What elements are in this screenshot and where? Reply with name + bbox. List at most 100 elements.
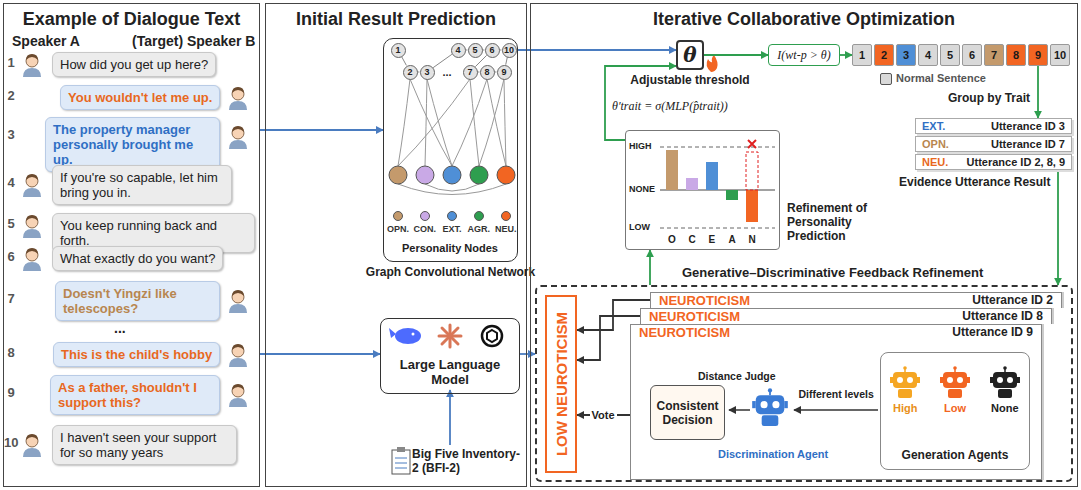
sentence-square: 10 <box>1050 44 1070 66</box>
sentence-number: 6 <box>969 49 975 61</box>
connector <box>520 353 535 355</box>
sentence-number: 7 <box>991 49 997 61</box>
evidence-text: Utterance ID 3 <box>991 120 1065 132</box>
graph-node: 8 <box>480 65 495 80</box>
sentence-square: 7 <box>984 44 1004 66</box>
annotation: Speaker A <box>12 33 80 49</box>
graph-node: 9 <box>497 65 512 80</box>
threshold-box: θAdjustable threshold <box>676 40 704 70</box>
graph-node: 7 <box>463 65 478 80</box>
utterance-text: If you're so capable, let him bring you … <box>60 170 224 200</box>
sentence-number: 9 <box>1035 49 1041 61</box>
panel-title: Initial Result Prediction <box>266 9 526 30</box>
result-text: LOW NEUROTICISM <box>553 312 570 456</box>
annotation: Different levels <box>799 388 874 400</box>
legend-swatch <box>501 211 511 221</box>
flame-icon <box>707 55 718 72</box>
sentence-square: 6 <box>962 44 982 66</box>
threshold-text: θ <box>683 43 696 67</box>
sentence-number: 2 <box>881 49 887 61</box>
node-number: 8 <box>484 67 489 77</box>
annotation: Big Five Inventory-2 (BFI-2) <box>412 448 522 476</box>
box-title: Generative–Discriminative Feedback Refin… <box>682 265 983 280</box>
graph-node: 4 <box>451 43 466 58</box>
chart-caption: Refinement of Personality Prediction <box>787 201 902 243</box>
node-number: 1 <box>395 45 400 55</box>
formula-text: I(wt-p > θ) <box>777 48 830 63</box>
speaker-faces <box>23 54 247 457</box>
connector <box>1057 170 1059 285</box>
connector <box>518 49 676 51</box>
annotation: A <box>729 234 736 246</box>
annotation: Distance Judge <box>698 370 776 382</box>
evidence-text: Utterance ID 2, 8, 9 <box>967 156 1065 168</box>
callout-number: 4 <box>8 176 15 191</box>
sentence-square: 3 <box>896 44 916 66</box>
utterance-text: How did you get up here? <box>60 57 208 72</box>
legend-text: CON. <box>414 224 437 234</box>
evidence-text: EXT. <box>922 120 945 132</box>
annotation: Personality Nodes <box>402 242 498 255</box>
panel-title: Example of Dialogue Text <box>4 9 259 30</box>
sentence-square: 1 <box>852 44 872 66</box>
connector <box>1037 66 1039 118</box>
legend-text: NEU. <box>495 224 517 234</box>
annotation: None <box>991 402 1019 415</box>
connector <box>506 57 508 64</box>
utterance-bubble: The property manager personally brought … <box>45 117 220 172</box>
llm-box: Large Language Model <box>380 318 520 394</box>
annotation: Group by Trait <box>948 92 1030 106</box>
chart-plot <box>660 140 775 228</box>
evidence-row: NEU. Utterance ID 2, 8, 9 <box>915 154 1072 170</box>
graph-node: 1 <box>391 43 406 58</box>
annotation: NONE <box>629 184 655 194</box>
annotation: ... <box>443 66 452 79</box>
evidence-text: OPN. <box>922 138 949 150</box>
utterance-text: You keep running back and forth. <box>60 218 247 248</box>
sentence-square: 9 <box>1028 44 1048 66</box>
trait-card: NEUROTICISMUtterance ID 9Consistent Deci… <box>630 324 1042 480</box>
evidence-row: OPN.Utterance ID 7 <box>915 136 1072 152</box>
card-text: NEUROTICISM <box>659 293 750 308</box>
edge-label: Vote <box>590 409 617 422</box>
annotation: N <box>749 234 756 246</box>
annotation: HIGH <box>629 141 652 151</box>
legend-swatch <box>447 211 457 221</box>
evidence-text: NEU. <box>922 156 948 168</box>
annotation: θ′trait = σ(MLP(p̂trait)) <box>612 100 728 114</box>
utterance-text: You wouldn't let me up. <box>68 90 212 105</box>
card-text: Utterance ID 2 <box>972 293 1053 308</box>
utterance-text: As a father, shouldn't I support this? <box>58 380 212 410</box>
box-label: Large Language Model <box>385 357 515 387</box>
callout-number: 7 <box>8 292 15 307</box>
annotation: Low <box>944 402 966 415</box>
sentence-square: 4 <box>918 44 938 66</box>
legend-swatch <box>474 211 484 221</box>
input-arrow <box>449 390 451 445</box>
sentence-number: 5 <box>947 49 953 61</box>
node-number: 2 <box>407 67 412 77</box>
node-number: 5 <box>472 45 477 55</box>
card-text: Utterance ID 8 <box>962 309 1043 324</box>
annotation: LOW <box>629 222 650 232</box>
annotation: (Target) Speaker B <box>132 33 255 49</box>
legend-text: EXT. <box>443 224 462 234</box>
callout-number: 5 <box>8 217 15 232</box>
legend-text: OPN. <box>387 224 409 234</box>
utterance-bubble: How did you get up here? <box>52 52 216 77</box>
legend-swatch <box>393 211 403 221</box>
card-text: NEUROTICISM <box>639 325 730 340</box>
connector <box>260 353 380 355</box>
clipboard-icon <box>392 447 410 474</box>
annotation: Discrimination Agent <box>718 448 828 461</box>
connector <box>840 54 852 56</box>
annotation: Evidence Utterance Result <box>899 176 1050 190</box>
connector <box>649 250 651 285</box>
legend-swatch <box>880 73 892 85</box>
utterance-bubble: What exactly do you want? <box>52 246 223 271</box>
graph-node: 6 <box>485 43 500 58</box>
threshold-text: Adjustable threshold <box>630 73 749 87</box>
sentence-square: 8 <box>1006 44 1026 66</box>
annotation: E <box>709 234 716 246</box>
node-number: 3 <box>424 67 429 77</box>
